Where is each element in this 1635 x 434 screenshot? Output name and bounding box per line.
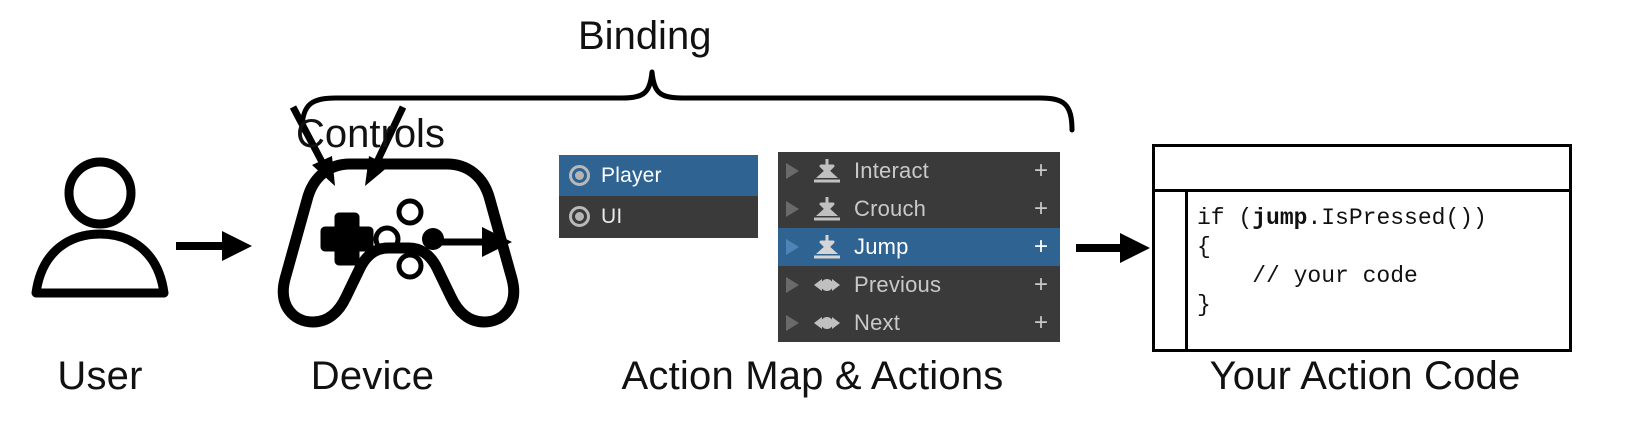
code-editor-window[interactable]: if (jump.IsPressed()) { // your code } bbox=[1152, 144, 1572, 352]
action-row-previous[interactable]: Previous + bbox=[778, 266, 1060, 304]
triangle-right-icon[interactable] bbox=[786, 277, 799, 293]
action-label: Crouch bbox=[854, 196, 927, 221]
binding-label: Binding bbox=[578, 14, 712, 58]
button-press-icon bbox=[812, 158, 842, 184]
arrow-right-icon bbox=[1076, 233, 1150, 263]
action-row-interact[interactable]: Interact + bbox=[778, 152, 1060, 190]
stage-label-device: Device bbox=[310, 354, 435, 398]
code-snippet[interactable]: if (jump.IsPressed()) { // your code } bbox=[1197, 204, 1561, 320]
actions-panel[interactable]: Interact + Crouch + bbox=[778, 152, 1060, 342]
code-line-3: // your code bbox=[1197, 263, 1418, 289]
person-icon bbox=[31, 157, 169, 298]
stage-label-action-map: Action Map & Actions bbox=[621, 354, 1004, 398]
action-label: Previous bbox=[854, 272, 942, 297]
axis-1d-icon bbox=[812, 272, 842, 298]
plus-icon[interactable]: + bbox=[1033, 233, 1048, 260]
action-map-ring-icon bbox=[569, 165, 590, 186]
gamepad-icon bbox=[277, 158, 520, 328]
code-line-2: { bbox=[1197, 234, 1211, 260]
plus-icon[interactable]: + bbox=[1033, 309, 1048, 336]
plus-icon[interactable]: + bbox=[1033, 157, 1048, 184]
action-row-next[interactable]: Next + bbox=[778, 304, 1060, 342]
controls-label: Controls bbox=[296, 112, 445, 156]
arrow-pointer-icon bbox=[289, 105, 335, 186]
action-row-crouch[interactable]: Crouch + bbox=[778, 190, 1060, 228]
code-line-1-pre: if ( bbox=[1197, 205, 1253, 231]
action-map-ring-icon bbox=[569, 206, 590, 227]
code-line-1-post: .IsPressed()) bbox=[1307, 205, 1487, 231]
stage-label-your-action-code: Your Action Code bbox=[1209, 354, 1521, 398]
triangle-right-icon[interactable] bbox=[786, 239, 799, 255]
action-map-row-player[interactable]: Player bbox=[559, 155, 758, 196]
action-label: Interact bbox=[854, 158, 929, 183]
binding-brace bbox=[299, 69, 1075, 133]
action-row-jump[interactable]: Jump + bbox=[778, 228, 1060, 266]
button-press-icon bbox=[812, 234, 842, 260]
action-map-row-ui[interactable]: UI bbox=[559, 196, 758, 237]
action-label: Next bbox=[854, 310, 901, 335]
stage-label-user: User bbox=[57, 354, 143, 398]
code-editor-body[interactable]: if (jump.IsPressed()) { // your code } bbox=[1155, 192, 1569, 352]
triangle-right-icon[interactable] bbox=[786, 163, 799, 179]
button-press-icon bbox=[812, 196, 842, 222]
triangle-right-icon[interactable] bbox=[786, 201, 799, 217]
arrow-right-icon bbox=[437, 227, 512, 257]
action-map-label: UI bbox=[601, 204, 623, 228]
action-maps-panel[interactable]: Player UI bbox=[559, 155, 758, 238]
arrow-pointer-icon bbox=[365, 105, 407, 186]
triangle-right-icon[interactable] bbox=[786, 315, 799, 331]
axis-1d-icon bbox=[812, 310, 842, 336]
action-label: Jump bbox=[854, 234, 909, 259]
plus-icon[interactable]: + bbox=[1033, 195, 1048, 222]
code-line-4: } bbox=[1197, 292, 1211, 318]
code-editor-gutter bbox=[1155, 192, 1188, 352]
plus-icon[interactable]: + bbox=[1033, 271, 1048, 298]
arrow-right-icon bbox=[176, 231, 252, 261]
action-map-label: Player bbox=[601, 163, 662, 187]
code-editor-titlebar bbox=[1155, 147, 1569, 192]
code-line-1-bold: jump bbox=[1252, 205, 1308, 231]
